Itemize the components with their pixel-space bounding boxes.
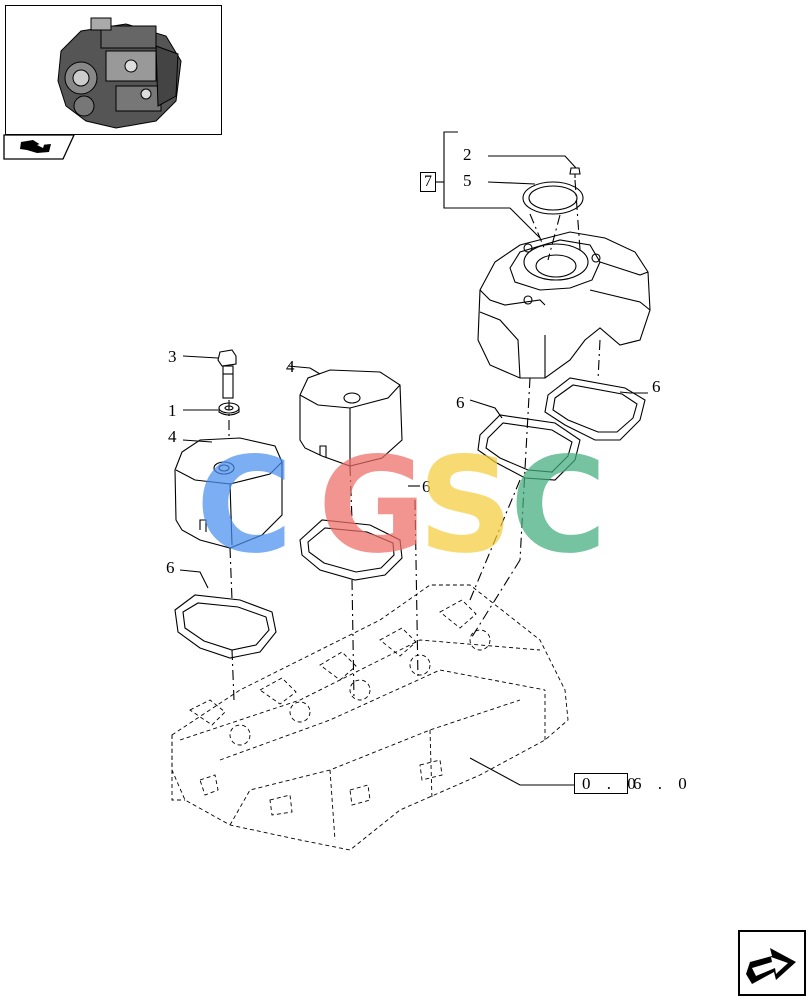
ring-seal-part-5 xyxy=(522,181,584,215)
reference-boxed[interactable] xyxy=(574,773,628,794)
reference-suffix-text: 6 . 0 xyxy=(633,774,693,793)
group-bracket xyxy=(443,131,510,209)
gasket-part-6-middle xyxy=(299,519,403,581)
watermark-letter-1: C xyxy=(196,440,293,572)
watermark-letter-text: S xyxy=(418,429,514,583)
valve-cover-part-4-middle xyxy=(299,369,403,467)
cylinder-head-phantom xyxy=(171,584,569,851)
screw-part-2 xyxy=(569,167,581,178)
callout-3: 3 xyxy=(168,347,177,366)
gasket-part-6-left xyxy=(174,594,277,659)
callout-6-left: 6 xyxy=(166,558,175,577)
valve-cover-part-4-left xyxy=(174,437,283,549)
watermark-letter-2: G xyxy=(318,440,426,572)
watermark-letter-text: C xyxy=(196,429,293,583)
callout-1: 1 xyxy=(168,401,177,420)
bolt-part-3 xyxy=(217,349,237,399)
next-page-button[interactable] xyxy=(738,930,806,996)
callout-6-right-mid: 6 xyxy=(456,393,465,412)
callout-5: 5 xyxy=(463,171,472,190)
breather-cover-part-7 xyxy=(477,231,651,379)
watermark-letter-text: G xyxy=(318,429,427,583)
callout-4-left: 4 xyxy=(168,427,177,446)
book-tab[interactable] xyxy=(3,134,76,160)
callout-4-middle: 4 xyxy=(286,357,295,376)
callout-7: 7 xyxy=(420,172,436,192)
gasket-part-6-right-top xyxy=(544,377,646,441)
callout-6-middle: 6 xyxy=(422,477,431,496)
watermark-letter-4: C xyxy=(510,440,607,572)
next-page-arrow-icon xyxy=(746,948,796,984)
gasket-part-6-right-mid xyxy=(477,414,581,481)
book-arrow-icon xyxy=(3,134,76,160)
callout-2: 2 xyxy=(463,145,472,164)
reference-boxed-text: 0 . 0 xyxy=(582,774,642,793)
engine-thumbnail-icon xyxy=(57,17,182,129)
engine-thumbnail-frame xyxy=(5,5,222,135)
watermark-letter-text: C xyxy=(510,429,607,583)
watermark-letter-3: S xyxy=(418,440,513,572)
callout-6-right-top: 6 xyxy=(652,377,661,396)
